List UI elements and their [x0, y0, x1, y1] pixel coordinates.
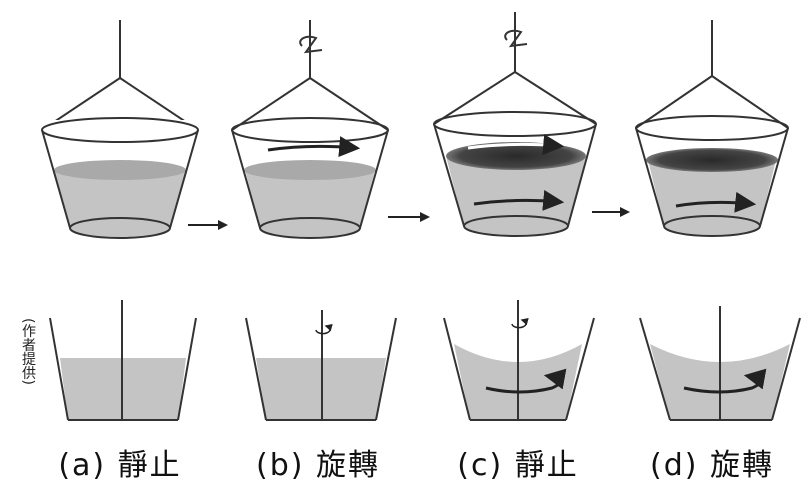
section-a — [49, 300, 197, 421]
caption-label: (d) — [650, 448, 699, 483]
bucket-c — [433, 12, 597, 237]
caption-state: 旋轉 — [710, 448, 774, 483]
water-body — [648, 160, 776, 236]
caption-c: (c) 靜止 — [428, 440, 608, 490]
flow-arrow-icon — [675, 191, 757, 213]
bucket-base — [663, 215, 761, 237]
bucket-base — [463, 215, 569, 237]
bucket-rim — [433, 111, 597, 137]
flow-arrow-icon — [683, 368, 767, 394]
bucket-b — [231, 20, 389, 239]
image-credit: (作者提供) — [20, 318, 36, 385]
flow-arrow-icon — [485, 368, 567, 394]
rotation-arrow-icon — [511, 317, 529, 329]
caption-label: (c) — [457, 448, 504, 483]
water-body — [446, 156, 586, 236]
caption-d: (d) 旋轉 — [622, 440, 802, 490]
section-c — [443, 300, 595, 421]
rotation-arrow-icon — [315, 323, 333, 335]
bucket-rim — [231, 117, 389, 143]
rope-twist-icon — [504, 29, 528, 48]
water-surface — [54, 160, 186, 180]
water-surface — [244, 160, 376, 180]
water-surface-curved — [646, 148, 778, 172]
caption-label: (b) — [256, 448, 305, 483]
caption-state: 靜止 — [514, 448, 579, 483]
bucket-base — [69, 217, 171, 239]
bucket-d — [635, 20, 789, 237]
water-surface-curved — [446, 142, 586, 170]
caption-a: (a) 靜止 — [30, 440, 210, 490]
section-d — [639, 306, 801, 421]
water-body — [245, 170, 375, 238]
flow-arrow-icon — [467, 134, 565, 156]
caption-label: (a) — [58, 448, 107, 483]
flow-arrow-icon — [473, 189, 565, 211]
caption-b: (b) 旋轉 — [228, 440, 408, 490]
bucket-base — [259, 217, 361, 239]
caption-state: 旋轉 — [316, 448, 380, 483]
rope-twist-icon — [299, 35, 323, 54]
section-b — [245, 310, 397, 421]
bucket-rim — [635, 115, 789, 141]
bucket-a — [40, 20, 202, 239]
flow-arrow-icon — [267, 136, 361, 158]
caption-state: 靜止 — [117, 448, 182, 483]
